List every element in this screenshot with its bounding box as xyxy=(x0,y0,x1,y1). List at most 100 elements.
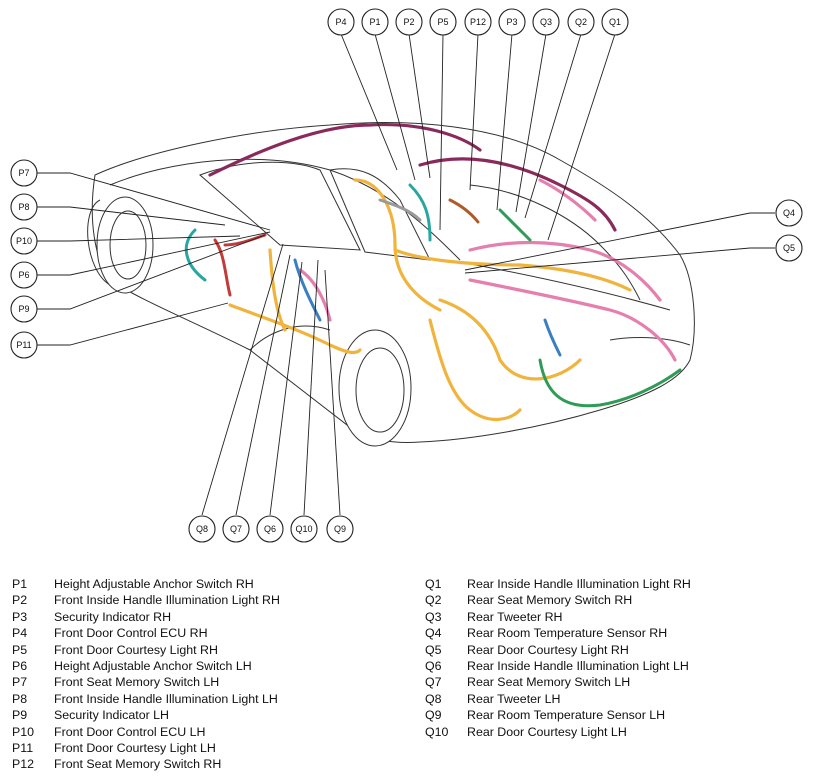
legend-code: Q7 xyxy=(425,675,442,690)
svg-text:Q6: Q6 xyxy=(264,524,276,534)
callout-p2: P2 xyxy=(395,8,423,36)
svg-text:Q1: Q1 xyxy=(609,17,621,27)
callout-q1: Q1 xyxy=(601,8,629,36)
callout-q7: Q7 xyxy=(222,515,250,543)
callout-p1: P1 xyxy=(361,8,389,36)
svg-text:P2: P2 xyxy=(403,17,414,27)
legend-code: P5 xyxy=(12,642,28,657)
legend-row: P7 Front Seat Memory Switch LH xyxy=(12,674,280,690)
svg-text:P12: P12 xyxy=(470,17,486,27)
car-outline xyxy=(87,122,695,443)
svg-text:P7: P7 xyxy=(18,168,29,178)
legend-code: Q5 xyxy=(425,642,442,657)
legend-text: Rear Tweeter LH xyxy=(467,691,561,706)
legend-text: Front Door Courtesy Light LH xyxy=(54,741,216,756)
callout-p8: P8 xyxy=(10,193,38,221)
front-wheel xyxy=(96,196,154,294)
wire-harness xyxy=(184,122,682,421)
callouts-top: P4 P1 P2 P5 P12 P3 Q3 Q2 Q1 xyxy=(327,8,629,36)
callout-q6: Q6 xyxy=(256,515,284,543)
callout-p11: P11 xyxy=(10,331,38,359)
legend-code: Q1 xyxy=(425,577,442,591)
legend-row: P12 Front Seat Memory Switch RH xyxy=(12,756,280,772)
legend-code: P6 xyxy=(12,659,28,674)
callout-q2: Q2 xyxy=(567,8,595,36)
legend-text: Rear Inside Handle Illumination Light LH xyxy=(467,659,689,674)
legend-text: Rear Door Courtesy Light LH xyxy=(467,724,627,739)
legend-text: Front Seat Memory Switch LH xyxy=(54,675,220,690)
callouts-left: P7 P8 P10 P6 P9 P11 xyxy=(10,159,38,359)
svg-text:Q2: Q2 xyxy=(575,17,587,27)
wiring-diagram: P4 P1 P2 P5 P12 P3 Q3 Q2 Q1 P7 P8 P10 P6… xyxy=(10,8,803,543)
svg-text:P3: P3 xyxy=(506,17,517,27)
legend-text: Front Inside Handle Illumination Light L… xyxy=(54,691,278,706)
legend-code: P1 xyxy=(12,577,28,591)
callout-p4: P4 xyxy=(327,8,355,36)
callout-q10: Q10 xyxy=(290,515,318,543)
legend-text: Rear Seat Memory Switch RH xyxy=(467,593,633,608)
legend-text: Rear Room Temperature Sensor RH xyxy=(467,626,668,641)
legend-code: P7 xyxy=(12,675,28,690)
legend-row: Q6 Rear Inside Handle Illumination Light … xyxy=(425,658,691,674)
rear-wheel xyxy=(338,329,412,447)
svg-text:Q8: Q8 xyxy=(196,524,208,534)
svg-text:Q9: Q9 xyxy=(334,524,346,534)
legend-text: Rear Seat Memory Switch LH xyxy=(467,675,631,690)
legend-row: P3 Security Indicator RH xyxy=(12,609,280,625)
callout-p10: P10 xyxy=(10,227,38,255)
legend-row: Q5 Rear Door Courtesy Light RH xyxy=(425,642,691,658)
legend-row: Q3 Rear Tweeter RH xyxy=(425,609,691,625)
legend-text: Height Adjustable Anchor Switch RH xyxy=(54,577,254,591)
legend-code: P4 xyxy=(12,626,28,641)
svg-text:P6: P6 xyxy=(18,270,29,280)
legend-row: Q7 Rear Seat Memory Switch LH xyxy=(425,674,691,690)
svg-text:P5: P5 xyxy=(437,17,448,27)
legend-row: P1 Height Adjustable Anchor Switch RH xyxy=(12,576,280,592)
legend-row: Q1 Rear Inside Handle Illumination Light … xyxy=(425,576,691,592)
svg-text:Q3: Q3 xyxy=(540,17,552,27)
legend-row: Q4 Rear Room Temperature Sensor RH xyxy=(425,625,691,641)
leader-lines xyxy=(37,33,775,516)
legend-text: Rear Room Temperature Sensor LH xyxy=(467,708,666,723)
legend-code: P9 xyxy=(12,708,28,723)
legend-code: Q9 xyxy=(425,708,442,723)
svg-text:P9: P9 xyxy=(18,304,29,314)
legend-code: P12 xyxy=(12,757,35,772)
callout-p9: P9 xyxy=(10,295,38,323)
legend-code: Q3 xyxy=(425,609,442,624)
legend-code: Q6 xyxy=(425,659,442,674)
legend-text: Security Indicator LH xyxy=(54,708,170,723)
legend-code: P3 xyxy=(12,609,28,624)
svg-text:Q4: Q4 xyxy=(783,208,795,218)
legend-text: Rear Inside Handle Illumination Light RH xyxy=(467,577,691,591)
legend-row: Q9 Rear Room Temperature Sensor LH xyxy=(425,707,691,723)
callout-p5: P5 xyxy=(429,8,457,36)
legend-text: Front Seat Memory Switch RH xyxy=(54,757,222,772)
svg-text:P4: P4 xyxy=(335,17,346,27)
callout-q9: Q9 xyxy=(326,515,354,543)
legend-text: Rear Door Courtesy Light RH xyxy=(467,642,629,657)
svg-text:Q10: Q10 xyxy=(295,524,312,534)
callout-p6: P6 xyxy=(10,261,38,289)
legend-row: P9 Security Indicator LH xyxy=(12,707,280,723)
legend-code: P10 xyxy=(12,724,35,739)
callouts-bottom: Q8 Q7 Q6 Q10 Q9 xyxy=(188,515,354,543)
legend-text: Rear Tweeter RH xyxy=(467,609,563,624)
legend-code: Q4 xyxy=(425,626,442,641)
legend-text: Front Door Control ECU RH xyxy=(54,626,208,641)
legend-text: Security Indicator RH xyxy=(54,609,172,624)
callout-p7: P7 xyxy=(10,159,38,187)
callout-p12: P12 xyxy=(464,8,492,36)
callouts-right: Q4 Q5 xyxy=(775,199,803,262)
callout-q5: Q5 xyxy=(775,234,803,262)
svg-text:P10: P10 xyxy=(16,236,32,246)
